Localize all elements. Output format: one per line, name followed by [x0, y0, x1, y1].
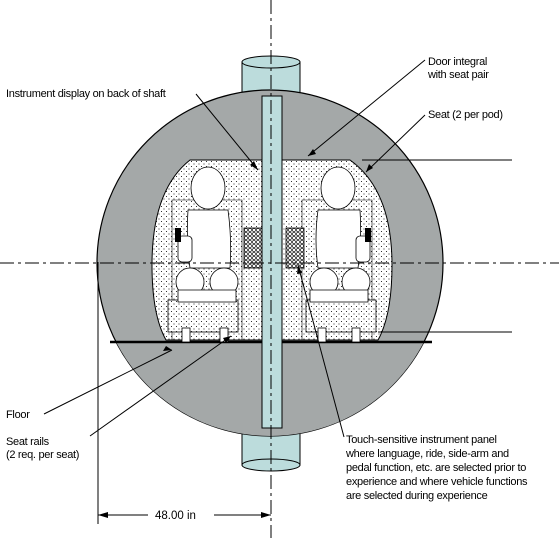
- label-dimension: 48.00 in: [155, 510, 196, 522]
- left-instrument-panel: [243, 227, 263, 269]
- dimension-48in: [98, 512, 271, 518]
- label-touch-line5: are selected during experience: [346, 490, 488, 502]
- label-touch-line4: experience and where vehicle functions: [346, 476, 528, 488]
- left-seat: [167, 166, 243, 343]
- label-door-line2: with seat pair: [427, 69, 489, 81]
- label-touch-line2: where language, ride, side-arm and: [345, 448, 509, 460]
- label-instrument-display: Instrument display on back of shaft: [6, 88, 166, 100]
- label-floor: Floor: [6, 409, 30, 421]
- right-seat: [301, 166, 377, 343]
- label-touch-line3: pedal function, etc. are selected prior …: [346, 462, 526, 474]
- leader-lines: [43, 59, 426, 438]
- label-seat: Seat (2 per pod): [428, 109, 503, 121]
- leader-arrowheads: [163, 149, 373, 351]
- label-seat-rails-line1: Seat rails: [6, 436, 50, 448]
- label-seat-rails-line2: (2 req. per seat): [6, 449, 79, 461]
- central-shaft: [261, 95, 283, 429]
- right-instrument-panel: [285, 227, 305, 269]
- label-touch-line1: Touch-sensitive instrument panel: [346, 434, 497, 446]
- label-door-line1: Door integral: [428, 56, 487, 68]
